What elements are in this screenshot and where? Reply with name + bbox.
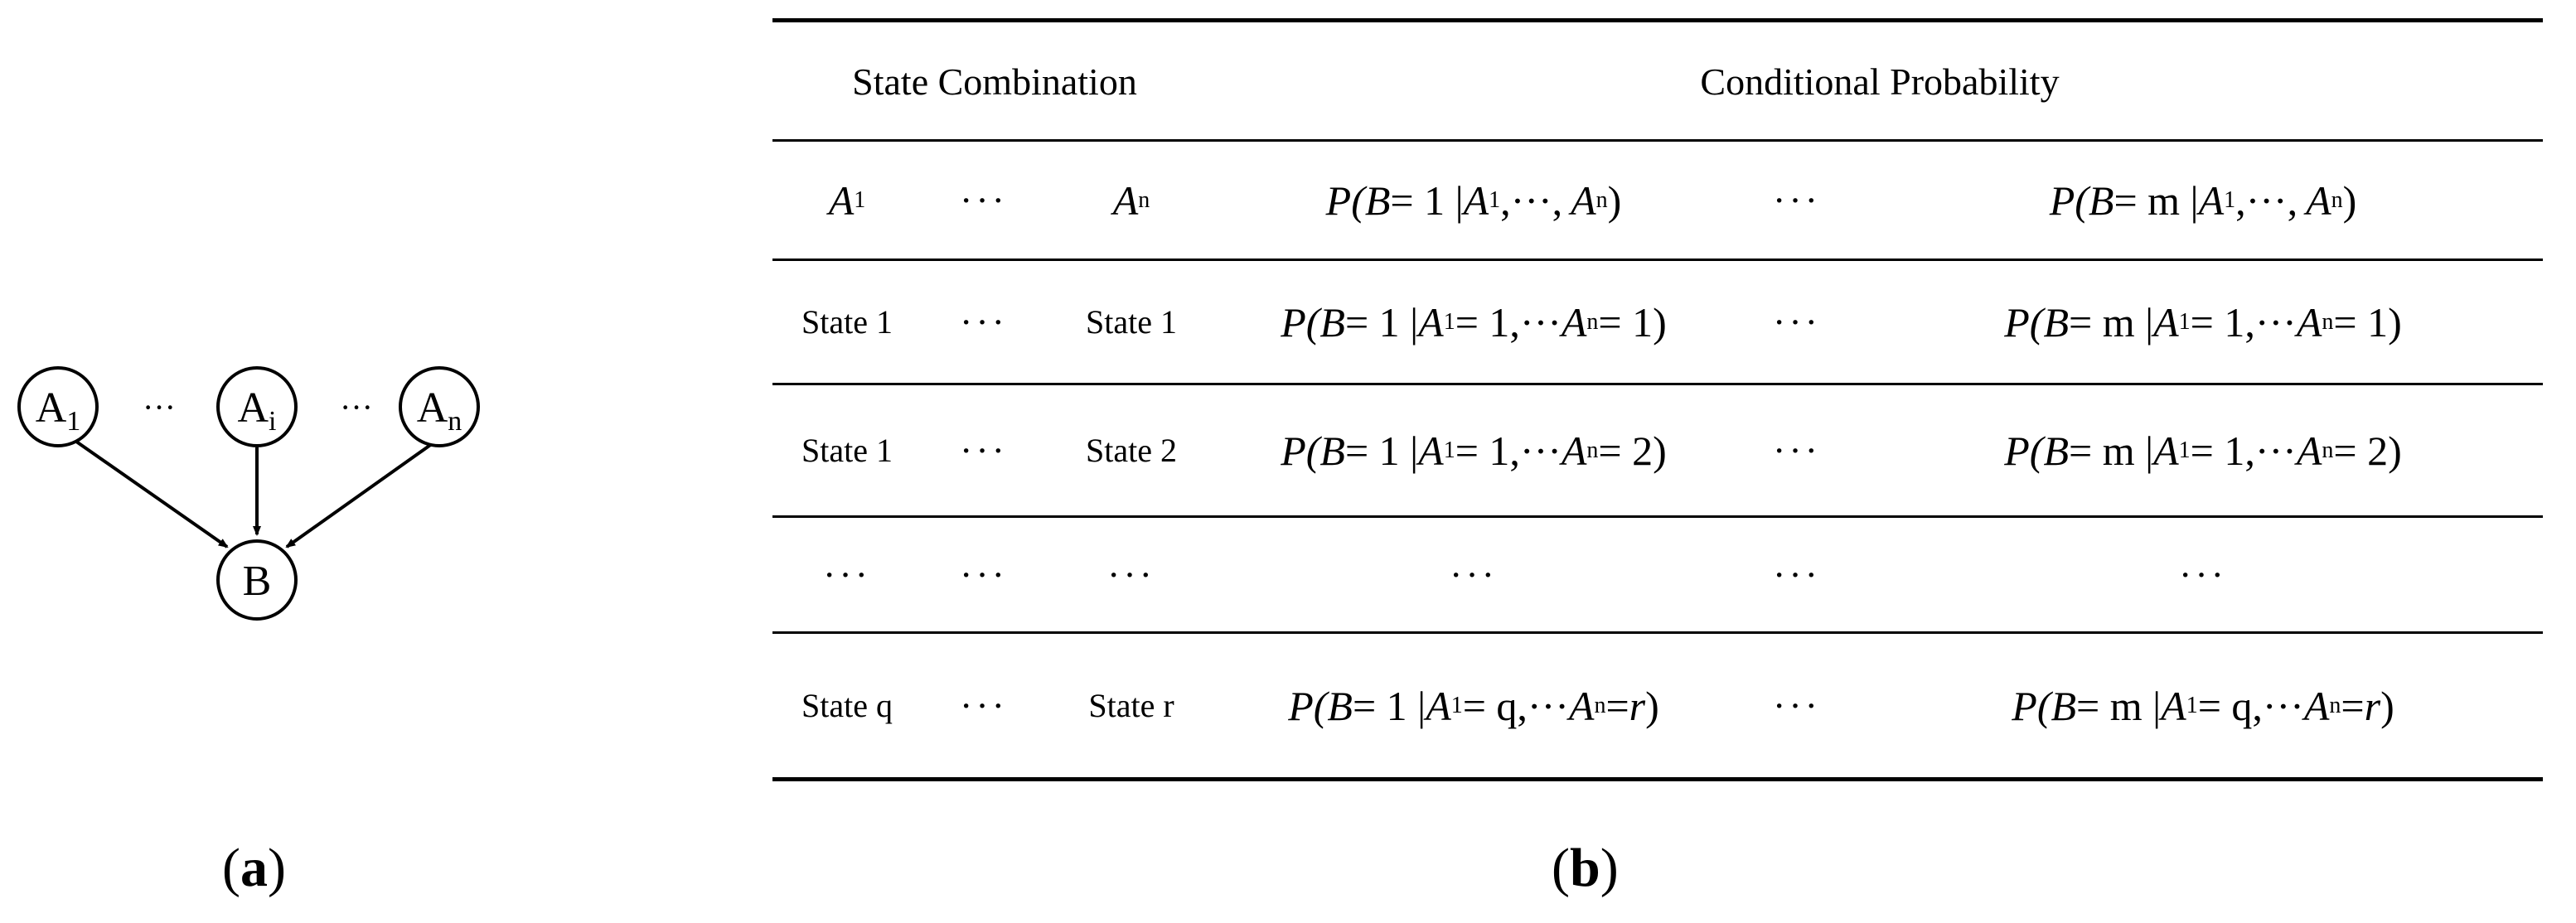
conditional-probability-table: State Combination Conditional Probabilit… [772,0,2543,923]
svg-text:A1: A1 [36,384,81,437]
state-cell: State r [1088,687,1174,724]
ellipsis: ··· [960,553,1008,596]
ellipsis-left: ··· [143,389,176,426]
state-cell: State 1 [1086,303,1177,341]
header-rule [772,139,2543,142]
node-a1: A1 [17,366,99,447]
ellipsis: ··· [1773,684,1821,727]
node-ai: Ai [216,366,298,447]
node-b: B [216,539,298,621]
row-rule [772,383,2543,385]
edge-a1-to-b [69,436,229,548]
ellipsis: ··· [960,429,1008,471]
ellipsis: ··· [1450,553,1498,596]
row-rule [772,259,2543,261]
table-top-rule [772,18,2543,22]
ellipsis: ··· [823,553,871,596]
svg-text:An: An [417,384,462,437]
panel-a-caption: (a) [222,838,286,898]
svg-text:B: B [243,558,272,605]
ellipsis: ··· [1107,553,1155,596]
row-rule [772,515,2543,518]
ellipsis: ··· [1773,179,1821,221]
state-cell: State 1 [801,432,893,469]
header-state-combination: State Combination [852,60,1137,103]
state-cell: State 2 [1086,432,1177,469]
ellipsis: ··· [960,684,1008,727]
header-conditional-probability: Conditional Probability [1700,60,2060,103]
node-an: An [399,366,480,447]
ellipsis: ··· [1773,429,1821,471]
ellipsis-right: ··· [340,389,373,426]
ellipsis: ··· [2179,553,2227,596]
panel-b-caption: (b) [1552,838,1619,898]
network-diagram: A1 Ai An B ··· ··· [17,366,480,621]
svg-text:Ai: Ai [237,384,276,437]
ellipsis: ··· [960,301,1008,343]
ellipsis: ··· [1773,301,1821,343]
edge-an-to-b [285,436,443,548]
table-bottom-rule [772,777,2543,781]
ellipsis: ··· [960,179,1008,221]
state-cell: State 1 [801,303,893,341]
state-cell: State q [801,687,893,724]
ellipsis: ··· [1773,553,1821,596]
row-rule [772,631,2543,634]
